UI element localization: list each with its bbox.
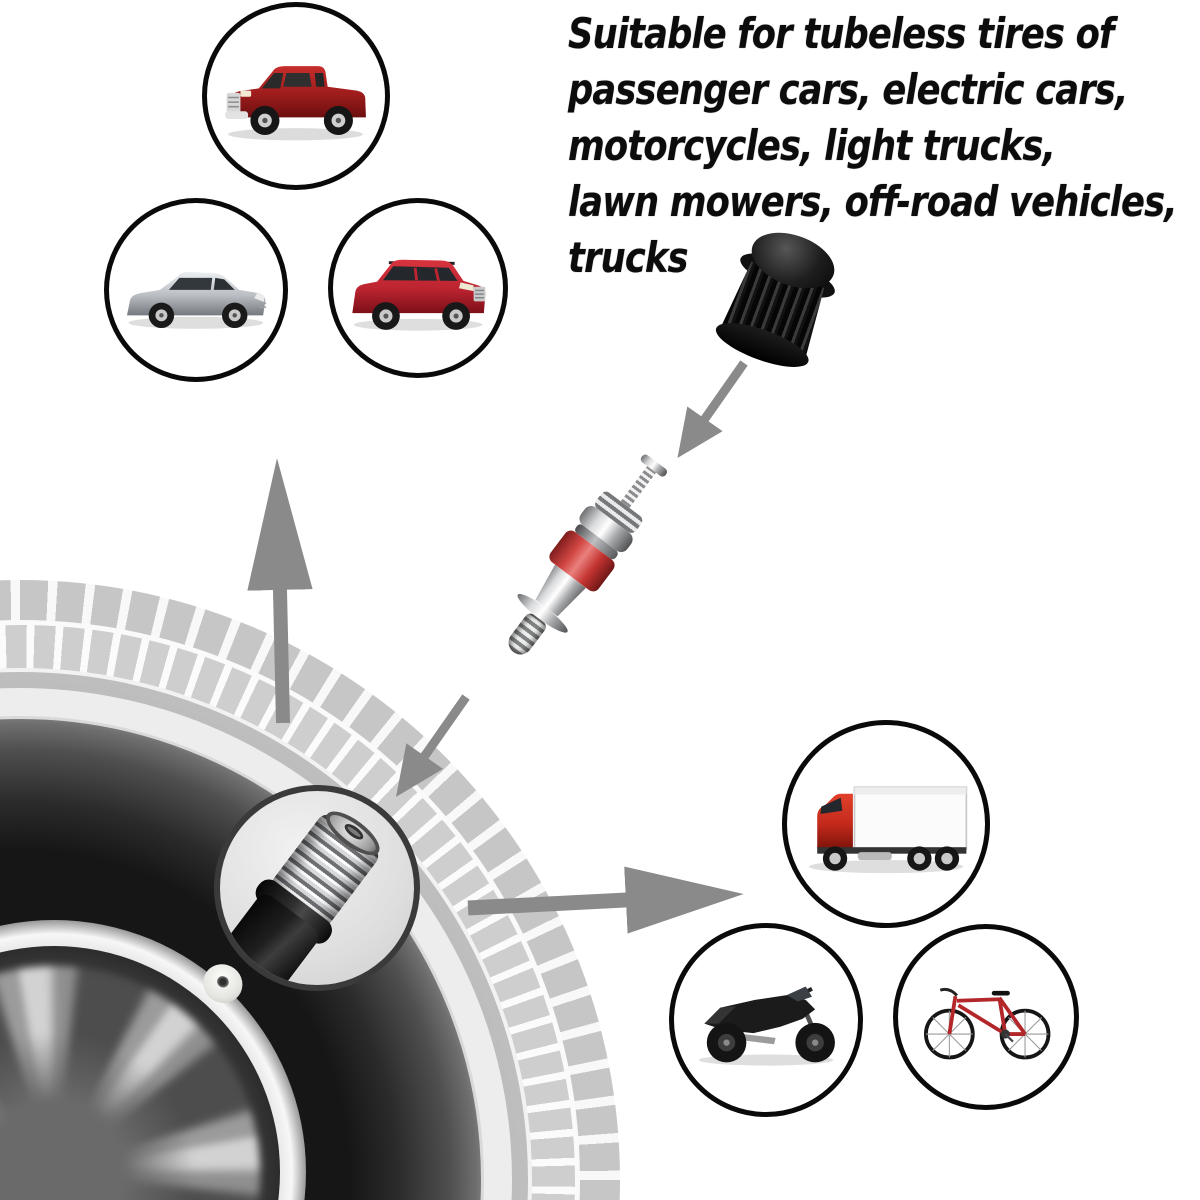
windscreen [786,985,812,1002]
heading-line: lawn mowers, off-road vehicles, [568,177,1178,226]
wheels [148,302,248,329]
grille-bars [475,290,484,299]
grille-bars [228,96,240,108]
handlebar [940,987,959,997]
bumper [225,111,249,119]
rear-window [315,73,326,87]
magnifier-circle [214,785,420,991]
circle-pickup-truck [202,2,390,190]
wheels [706,1022,835,1062]
heading-text-block: Suitable for tubeless tires of passenger… [568,6,1200,286]
heading-line: trucks [568,233,689,282]
frame [947,995,1027,1036]
cargo-box [853,786,968,850]
circle-box-truck [782,720,990,928]
circle-suv [328,198,508,378]
headlight [240,90,252,97]
arrow-head [624,859,745,935]
pedal-arm [1004,1032,1015,1043]
suv-car-icon [352,260,486,332]
chassis [817,847,967,854]
circle-sedan [104,198,288,382]
side-window [283,73,313,87]
circle-bicycle [893,924,1079,1110]
side-window [169,278,213,290]
tail [704,1005,736,1024]
wheels [822,846,959,872]
cargo-box-top-shade [854,787,967,795]
window-pillars [413,268,440,282]
arrow-shaft [272,584,290,724]
arrow-head [243,457,314,591]
heading-line: passenger cars, electric cars, [568,65,1128,114]
bicycle-icon [924,987,1051,1060]
circle-motorcycle [669,923,863,1117]
wheels [924,1008,1051,1060]
arrow-shaft [467,892,631,916]
arrow-tire-to-truck [466,859,745,943]
heading-line: motorcycles, light trucks, [568,121,1056,170]
pickup-truck-icon [225,66,367,141]
fuel-tank [857,852,892,861]
wheels [250,105,354,136]
sedan-car-icon [127,272,267,329]
wheels [371,302,470,331]
headlight [458,282,474,292]
windshield [213,278,235,290]
core-pin [620,466,656,508]
spokes [926,1010,1049,1058]
heading-line: Suitable for tubeless tires of [568,9,1114,58]
arrow-tire-up [243,457,317,724]
headlight [254,292,265,302]
box-truck-icon [808,786,968,874]
tire-valve-stem-magnified-icon [220,791,400,985]
motorcycle-icon [698,985,835,1066]
arrow-shaft [699,360,748,425]
truck-body [230,66,367,118]
windshield [820,798,843,815]
windshield [262,73,284,89]
bike-body [704,994,816,1033]
windows [382,266,458,282]
grille-bars [259,302,267,308]
saddle [992,990,1011,996]
